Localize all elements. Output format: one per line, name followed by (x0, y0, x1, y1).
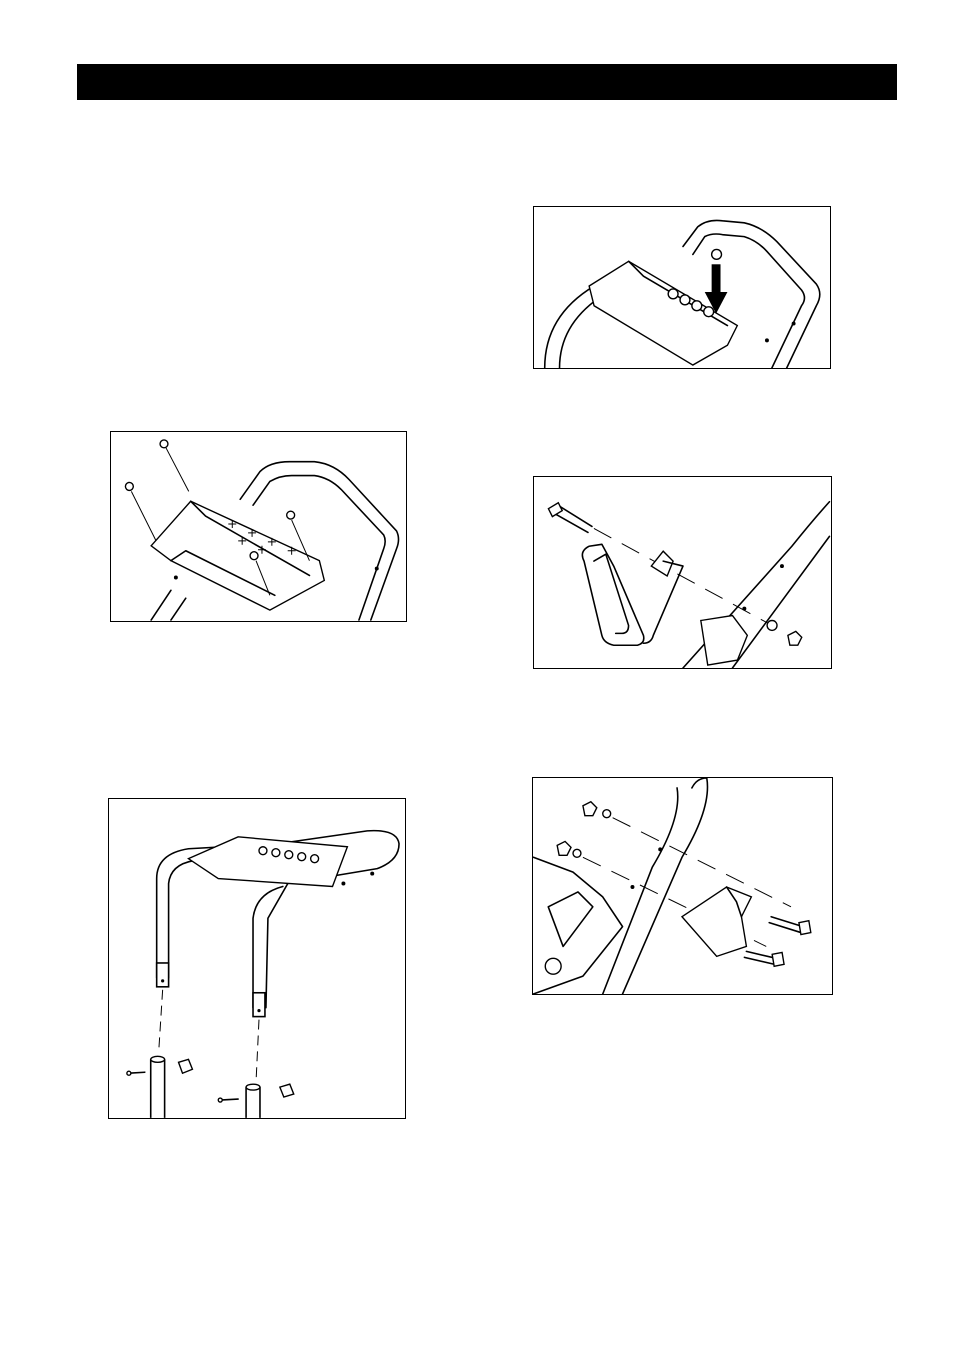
bracket-bolts-diagram (533, 778, 832, 994)
figure-console-screws (110, 431, 407, 622)
console-screws-diagram (111, 432, 406, 621)
figure-console-cap (533, 206, 831, 369)
console-cap-arrow-diagram (534, 207, 830, 368)
page-header-bar (77, 64, 897, 100)
page-header-title (77, 72, 89, 92)
handle-bolt-nut-diagram (534, 477, 831, 668)
figure-handle-bolt (533, 476, 832, 669)
handlebar-tubes-knobs-diagram (109, 799, 405, 1118)
figure-handlebar-tubes (108, 798, 406, 1119)
figure-bracket-bolts (532, 777, 833, 995)
